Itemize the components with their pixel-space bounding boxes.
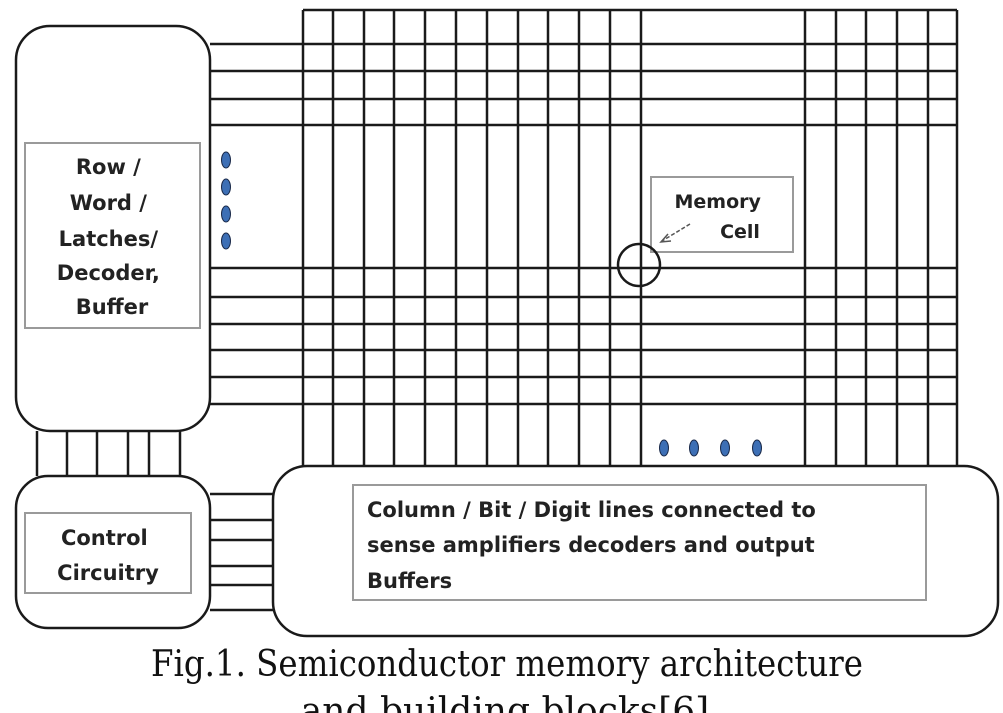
ellipsis-dot: [221, 205, 231, 223]
svg-text:Control Circuitry: Control Circuitry: [57, 526, 159, 585]
column-label-line: sense amplifiers decoders and output: [367, 533, 815, 557]
memory-cell-arrow-icon: [659, 223, 691, 243]
svg-text:Column / Bit / Digit lines con: Column / Bit / Digit lines connected to …: [367, 498, 823, 593]
decoder-control-connectors: [35, 431, 182, 476]
memory-cell-marker: [616, 242, 662, 288]
row-decoder-label-box: [24, 142, 201, 329]
figure-caption-line-1: Fig.1. Semiconductor memory architecture: [151, 644, 863, 685]
memory-cell-label-box: [650, 176, 794, 253]
control-label-line: Circuitry: [57, 561, 159, 585]
memory-array-grid: [210, 8, 959, 467]
ellipsis-dot: [689, 439, 699, 457]
control-column-connectors: [210, 492, 275, 612]
ellipsis-dots: [221, 151, 762, 457]
memory-cell-label-line: Memory: [674, 191, 761, 213]
control-label-box: [24, 512, 192, 594]
row-decoder-label-line: Latches/: [59, 227, 159, 251]
svg-text:Row / Word / Latches/: Row / Word / Latches/ Decoder, Buffer: [57, 155, 167, 319]
ellipsis-dot: [221, 232, 231, 250]
ellipsis-dot: [221, 151, 231, 169]
ellipsis-dot: [720, 439, 730, 457]
row-decoder-label-line: Decoder,: [57, 261, 160, 285]
column-label-box: [352, 484, 927, 601]
control-label-line: Control: [61, 526, 148, 550]
column-label-line: Buffers: [367, 569, 452, 593]
svg-text:Memory Cell: Memory Cell: [674, 191, 767, 243]
memory-cell-label-line: Cell: [720, 221, 760, 243]
row-decoder-label-line: Row /: [76, 155, 141, 179]
column-label-line: Column / Bit / Digit lines connected to: [367, 498, 816, 522]
row-decoder-label-line: Buffer: [76, 295, 149, 319]
ellipsis-dot: [221, 178, 231, 196]
row-decoder-label-line: Word /: [70, 191, 148, 215]
ellipsis-dot: [752, 439, 762, 457]
figure-caption-line-2: and building blocks[6]: [301, 691, 709, 713]
ellipsis-dot: [659, 439, 669, 457]
